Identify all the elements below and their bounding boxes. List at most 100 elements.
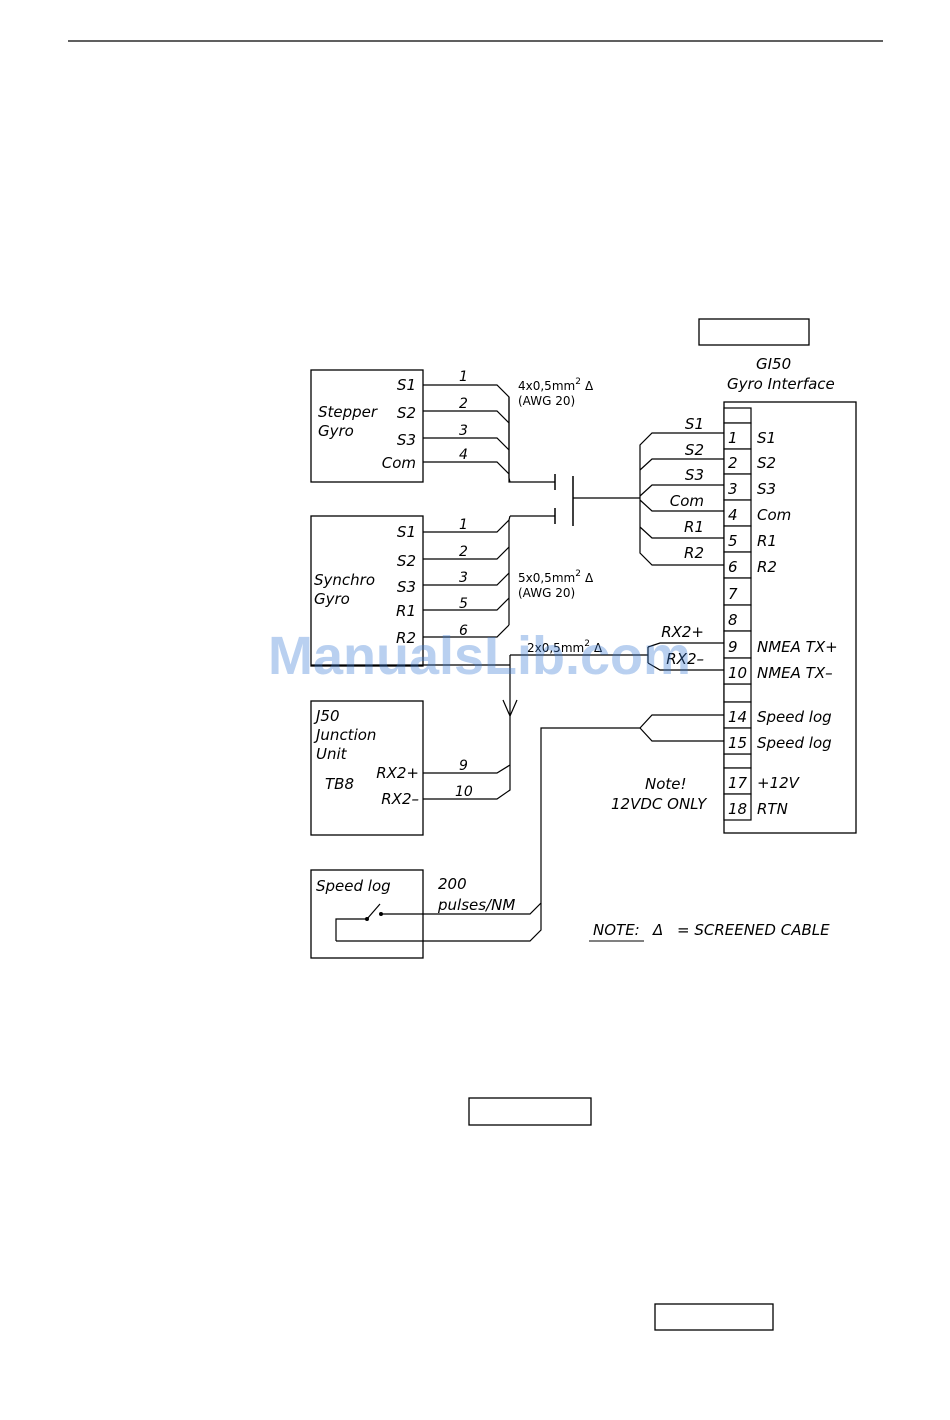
synchro-cable-bundle xyxy=(508,515,511,625)
j50-wire-num-9: 9 xyxy=(459,758,468,774)
j50-pin-rx2p: RX2+ xyxy=(376,764,419,782)
synchro-wire-num-3: 3 xyxy=(459,570,468,586)
note-triangle: Δ xyxy=(652,921,663,939)
j50-pin-rx2m: RX2– xyxy=(381,790,419,808)
gi50-wire-speedlog-a xyxy=(639,714,724,729)
gi50-note: Note! xyxy=(645,775,687,793)
terminal-label: NMEA TX– xyxy=(757,664,833,682)
terminal-number: 9 xyxy=(728,638,738,656)
terminal-number: 14 xyxy=(728,708,747,726)
terminal-label: RTN xyxy=(757,800,788,818)
j50-wire-num-10: 10 xyxy=(455,784,473,800)
stepper-pin-s2: S2 xyxy=(397,404,416,422)
gi50-wire-label: S3 xyxy=(685,466,704,484)
figure-reference-box xyxy=(698,318,810,346)
gi50-note-12vdc: 12VDC ONLY xyxy=(611,795,708,813)
j50-name-3: Unit xyxy=(316,745,348,763)
stepper-pin-s1: S1 xyxy=(397,376,416,394)
nmea-arrow xyxy=(502,699,518,718)
synchro-wire-6 xyxy=(423,624,510,638)
terminal-cell xyxy=(723,525,752,553)
j50-name-2: Junction xyxy=(313,726,376,744)
terminal-number: 5 xyxy=(728,532,738,550)
gi50-wire-label: Com xyxy=(670,492,704,510)
terminal-label: R1 xyxy=(757,532,777,550)
stepper-cable-bundle xyxy=(508,397,555,483)
switch-lever xyxy=(366,903,381,920)
stepper-wire-num-2: 2 xyxy=(459,396,468,412)
j50-name: J50 xyxy=(313,707,340,725)
terminal-label: R2 xyxy=(757,558,777,576)
terminal-number: 7 xyxy=(728,585,738,603)
gi50-wire-s3 xyxy=(639,484,724,497)
synchro-pin-s2: S2 xyxy=(397,552,416,570)
speed-log-name: Speed log xyxy=(316,877,391,895)
synchro-gyro-box xyxy=(310,515,424,667)
terminal-label: Speed log xyxy=(757,708,832,726)
terminal-label: S1 xyxy=(757,429,776,447)
reference-box-bottom xyxy=(654,1303,774,1331)
stepper-gyro-box xyxy=(310,369,424,483)
speed-log-pulses-unit: pulses/NM xyxy=(437,896,515,914)
synchro-wire-num-2: 2 xyxy=(459,544,468,560)
stepper-gyro-name-2: Gyro xyxy=(318,422,354,440)
speed-log-pulses: 200 xyxy=(438,875,467,893)
synchro-gyro-name: Synchro xyxy=(314,571,375,589)
j50-wire-9 xyxy=(423,764,511,774)
gi50-wire-label: RX2– xyxy=(666,650,704,668)
terminal-cell xyxy=(723,577,752,606)
terminal-separator xyxy=(723,683,752,703)
stepper-wire-4 xyxy=(423,461,510,475)
terminal-number: 1 xyxy=(728,429,738,447)
stepper-cable-awg: (AWG 20) xyxy=(518,394,575,408)
gi50-wire-rx2m xyxy=(647,662,724,671)
synchro-pin-r1: R1 xyxy=(396,602,416,620)
terminal-cell xyxy=(723,604,752,632)
terminal-cell xyxy=(723,499,752,527)
stepper-wire-num-3: 3 xyxy=(459,423,468,439)
terminal-label: NMEA TX+ xyxy=(757,638,838,656)
stepper-wire-num-1: 1 xyxy=(459,369,468,385)
synchro-wire-num-5: 5 xyxy=(459,596,468,612)
gi50-wire-s1 xyxy=(639,432,724,498)
terminal-number: 8 xyxy=(728,611,738,629)
synchro-gyro-name-2: Gyro xyxy=(314,590,350,608)
stepper-gyro-name: Stepper xyxy=(318,403,378,421)
terminal-cell xyxy=(723,422,752,450)
synchro-wire-num-6: 6 xyxy=(459,623,468,639)
synchro-wire-3 xyxy=(423,572,510,586)
synchro-pin-s3: S3 xyxy=(397,578,416,596)
terminal-cell xyxy=(723,727,752,755)
terminal-cell xyxy=(723,793,752,821)
stepper-pin-com: Com xyxy=(382,454,416,472)
terminal-number: 10 xyxy=(728,664,747,682)
terminal-number: 17 xyxy=(728,774,748,792)
j50-tb8: TB8 xyxy=(325,775,354,793)
terminal-cell xyxy=(723,657,752,685)
watermark: ManualsLib.com xyxy=(268,626,691,686)
screened-cable-note: NOTE: Δ = SCREENED CABLE xyxy=(589,921,830,942)
gi50-subtitle: Gyro Interface xyxy=(727,375,835,393)
gi50-wire-label: R1 xyxy=(684,518,704,536)
j50-junction-unit: J50 Junction Unit TB8 RX2+ RX2– 9 10 xyxy=(310,700,511,836)
gi50-wire-label: R2 xyxy=(684,544,704,562)
terminal-label: Com xyxy=(757,506,791,524)
stepper-gyro-unit: Stepper Gyro S1 S2 S3 Com 1 2 3 4 4x0,5m… xyxy=(310,369,594,483)
speed-log-wire-b xyxy=(336,903,542,942)
note-prefix: NOTE: xyxy=(593,921,640,939)
synchro-wire-5 xyxy=(423,597,510,611)
gi50-wire-speedlog-b xyxy=(639,727,724,742)
note-text: = SCREENED CABLE xyxy=(677,921,830,939)
terminal-cell xyxy=(723,551,752,579)
terminal-label: Speed log xyxy=(757,734,832,752)
terminal-number: 15 xyxy=(728,734,747,752)
stepper-wire-3 xyxy=(423,437,510,451)
gi50-wire-label: S2 xyxy=(685,441,704,459)
